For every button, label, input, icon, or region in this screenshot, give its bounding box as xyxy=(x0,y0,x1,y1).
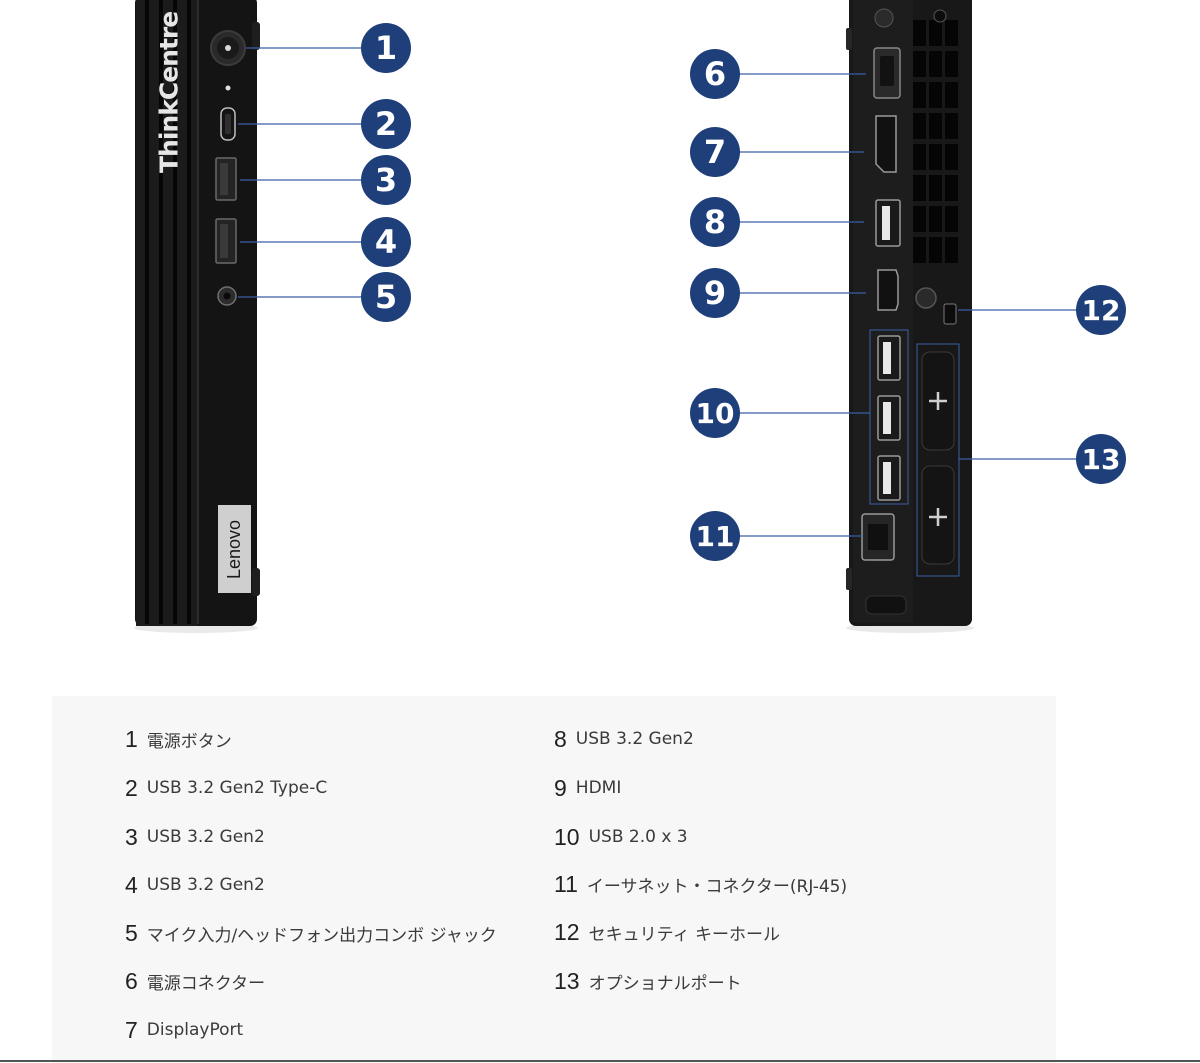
spec-number: 11 xyxy=(554,870,578,897)
callout-badges: 1 2 3 4 5 6 7 8 9 10 11 12 13 xyxy=(361,23,1126,561)
spec-item-9: 9 HDMI xyxy=(554,771,621,805)
spec-label: 電源ボタン xyxy=(146,731,232,752)
callout-badge-11 xyxy=(690,511,740,561)
spec-label: USB 2.0 x 3 xyxy=(588,827,688,847)
callout-badge-2 xyxy=(361,99,411,149)
callout-badge-4 xyxy=(361,217,411,267)
spec-number: 4 xyxy=(125,871,138,898)
callout-number-8: 8 xyxy=(704,203,726,241)
spec-item-8: 8 USB 3.2 Gen2 xyxy=(554,722,694,756)
spec-item-1: 1 電源ボタン xyxy=(125,722,232,756)
spec-item-3: 3 USB 3.2 Gen2 xyxy=(125,820,265,854)
lenovo-logo-badge: Lenovo xyxy=(218,505,251,593)
callout-badge-12 xyxy=(1076,285,1126,335)
spec-item-2: 2 USB 3.2 Gen2 Type-C xyxy=(125,771,327,805)
spec-item-7: 7 DisplayPort xyxy=(125,1013,243,1047)
rear-view xyxy=(846,0,974,633)
spec-item-6: 6 電源コネクター xyxy=(125,964,265,998)
callout-number-11: 11 xyxy=(696,520,735,553)
callout-number-12: 12 xyxy=(1082,294,1121,327)
callout-badge-13 xyxy=(1076,434,1126,484)
leader-lines xyxy=(238,47,1078,537)
spec-item-11: 11 イーサネット・コネクター(RJ-45) xyxy=(554,867,847,901)
spec-number: 3 xyxy=(125,823,138,850)
callout-badge-5 xyxy=(361,272,411,322)
spec-label: 電源コネクター xyxy=(146,973,266,994)
spec-number: 10 xyxy=(554,823,580,850)
spec-number: 1 xyxy=(125,725,138,752)
callout-number-1: 1 xyxy=(375,29,397,67)
callout-badge-7 xyxy=(690,127,740,177)
callout-number-9: 9 xyxy=(704,274,726,312)
spec-item-5: 5 マイク入力/ヘッドフォン出力コンボ ジャック xyxy=(125,916,497,950)
vent-grille xyxy=(913,20,958,263)
spec-number: 6 xyxy=(125,967,138,994)
spec-item-12: 12 セキュリティ キーホール xyxy=(554,915,780,949)
callout-badge-9 xyxy=(690,268,740,318)
spec-label: セキュリティ キーホール xyxy=(588,924,780,945)
brand-logo: ThinkCentre xyxy=(154,11,184,174)
callout-number-10: 10 xyxy=(696,397,735,430)
spec-number: 12 xyxy=(554,918,580,945)
spec-label: USB 3.2 Gen2 xyxy=(575,729,694,749)
callout-badge-1 xyxy=(361,23,411,73)
spec-number: 5 xyxy=(125,919,138,946)
callout-number-13: 13 xyxy=(1082,443,1121,476)
callout-number-3: 3 xyxy=(375,161,397,199)
spec-label: USB 3.2 Gen2 Type-C xyxy=(146,778,328,798)
callout-number-6: 6 xyxy=(704,55,726,93)
spec-number: 2 xyxy=(125,774,138,801)
spec-label: マイク入力/ヘッドフォン出力コンボ ジャック xyxy=(146,925,497,946)
callout-number-2: 2 xyxy=(375,105,397,143)
spec-number: 9 xyxy=(554,774,567,801)
callout-badge-3 xyxy=(361,155,411,205)
spec-label: HDMI xyxy=(575,778,622,798)
spec-item-10: 10 USB 2.0 x 3 xyxy=(554,820,688,854)
spec-label: DisplayPort xyxy=(146,1020,244,1040)
bottom-divider xyxy=(0,1060,1200,1062)
spec-item-4: 4 USB 3.2 Gen2 xyxy=(125,868,265,902)
spec-label: イーサネット・コネクター(RJ-45) xyxy=(586,876,848,897)
callout-number-4: 4 xyxy=(375,223,397,261)
device-figure: 1 2 3 4 5 6 7 8 9 10 11 12 13 xyxy=(134,0,1126,633)
spec-item-13: 13 オプショナルポート xyxy=(554,964,742,998)
callout-number-5: 5 xyxy=(375,278,397,316)
callout-badge-6 xyxy=(690,49,740,99)
callout-badge-10 xyxy=(690,388,740,438)
spec-number: 8 xyxy=(554,725,567,752)
spec-list-panel: 1 電源ボタン 2 USB 3.2 Gen2 Type-C 3 USB 3.2 … xyxy=(52,696,1056,1063)
spec-number: 7 xyxy=(125,1016,138,1043)
callout-number-7: 7 xyxy=(704,133,726,171)
spec-label: USB 3.2 Gen2 xyxy=(146,827,265,847)
front-view xyxy=(134,0,260,633)
spec-label: オプショナルポート xyxy=(588,973,742,994)
spec-label: USB 3.2 Gen2 xyxy=(146,875,265,895)
spec-number: 13 xyxy=(554,967,580,994)
callout-badge-8 xyxy=(690,197,740,247)
